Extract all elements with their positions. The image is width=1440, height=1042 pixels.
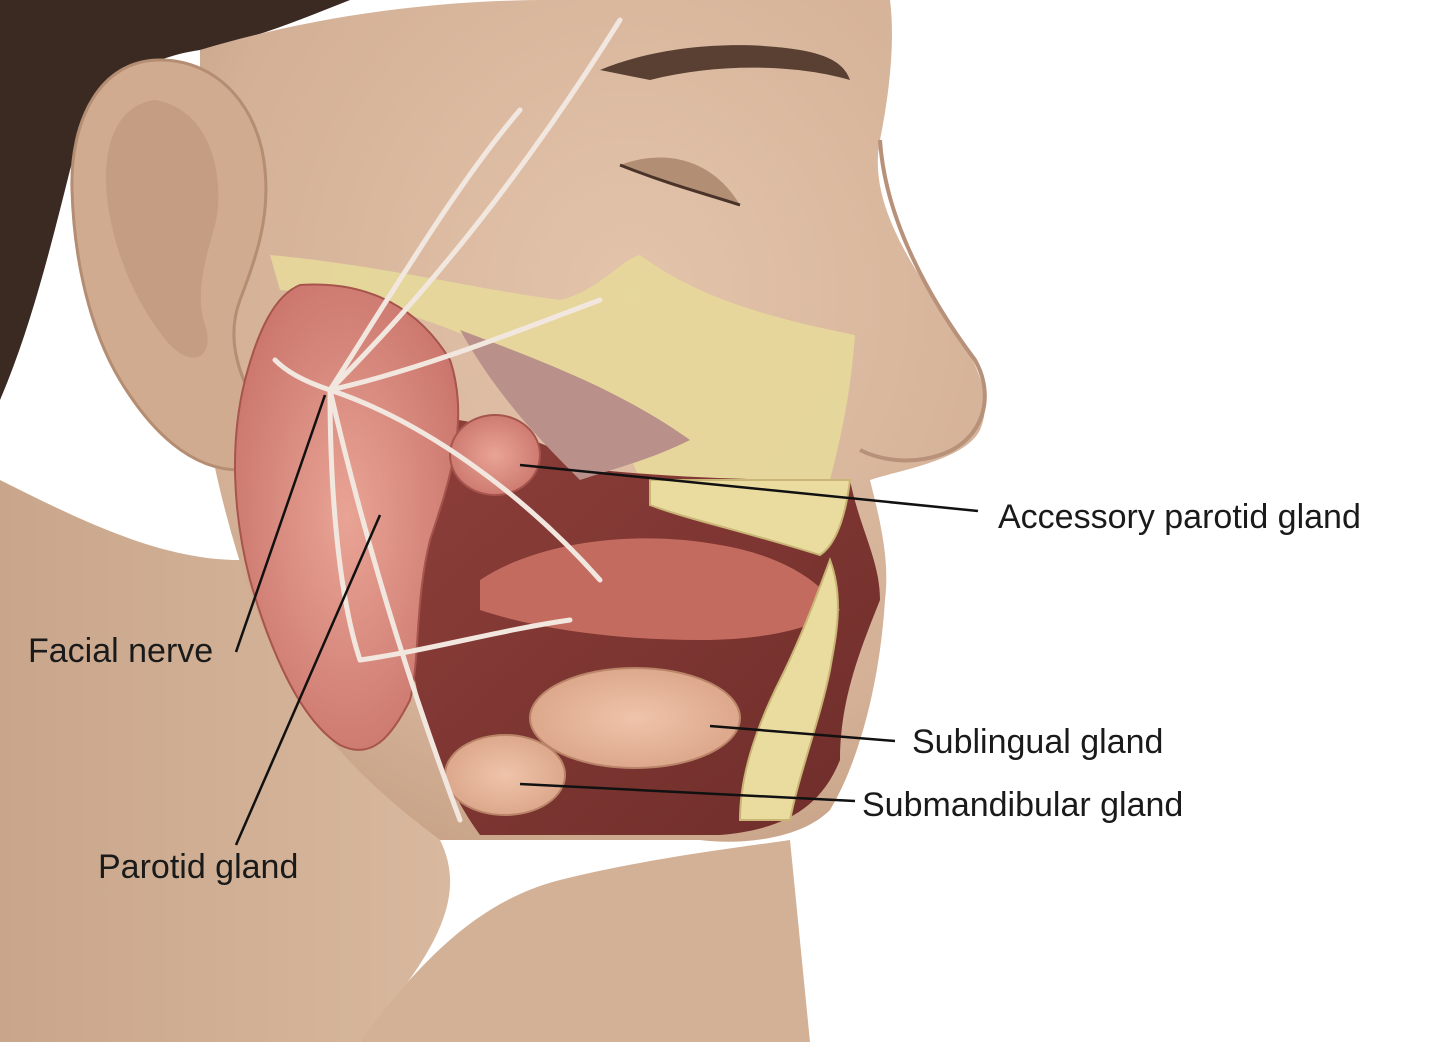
eyelash [619, 163, 741, 207]
parotid-gland-shape [234, 283, 460, 751]
leader-sublingual [709, 724, 896, 743]
accessory-parotid-shape [449, 414, 541, 496]
label-submandibular-gland: Submandibular gland [862, 786, 1184, 824]
eyelid [620, 157, 740, 205]
neck [0, 480, 451, 1042]
leader-submandibular [519, 782, 856, 803]
maxilla-bone [270, 255, 855, 480]
leader-accessory-parotid [519, 463, 979, 513]
facial-nerve-branches [272, 17, 623, 823]
submandibular-gland-shape [444, 734, 566, 816]
hair [0, 0, 350, 400]
chin-bone [738, 557, 839, 821]
leader-facial-nerve [234, 394, 327, 653]
nose [859, 139, 987, 463]
leader-parotid-gland [234, 514, 382, 846]
eyebrow [600, 45, 850, 80]
sublingual-gland-shape [529, 667, 741, 769]
masseter-muscle [460, 330, 690, 480]
label-sublingual-gland: Sublingual gland [912, 723, 1164, 761]
neck-front [360, 840, 810, 1042]
mandible-bone [649, 479, 852, 557]
ear-inner [105, 100, 219, 358]
label-accessory-parotid-gland: Accessory parotid gland [998, 498, 1361, 536]
tongue [480, 538, 840, 640]
label-facial-nerve: Facial nerve [28, 632, 214, 670]
label-parotid-gland: Parotid gland [98, 848, 299, 886]
leader-lines [234, 394, 979, 846]
